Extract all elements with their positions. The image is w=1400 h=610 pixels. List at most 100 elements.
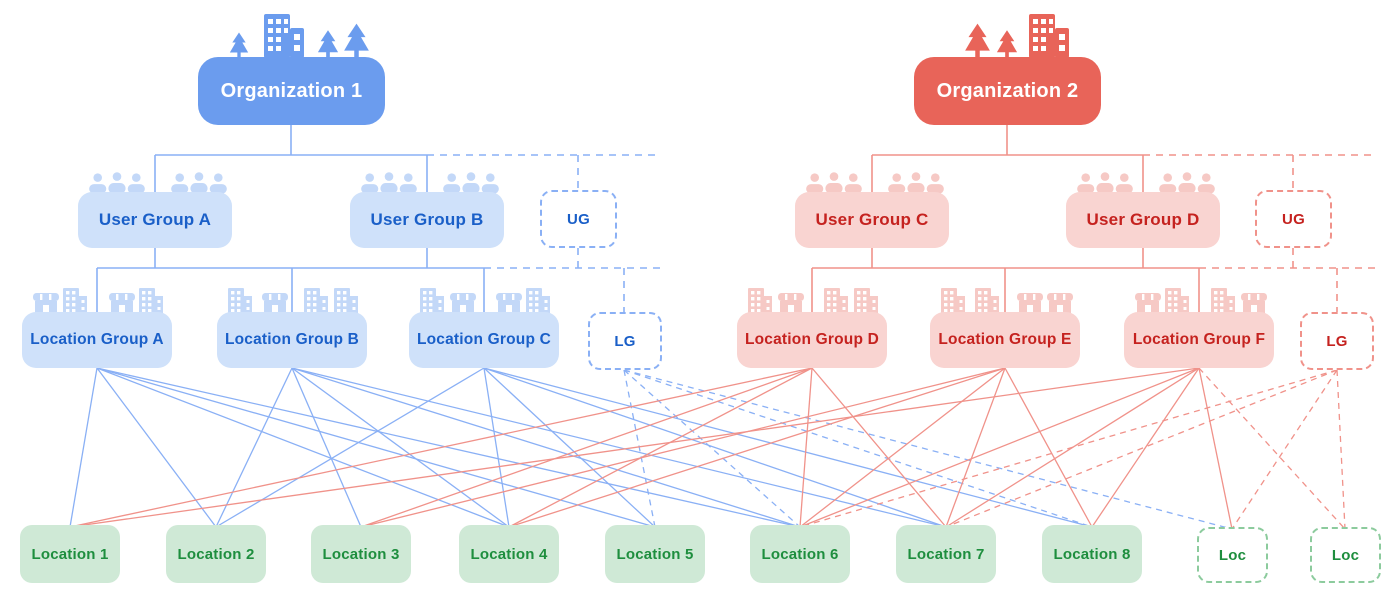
edge-lg_c-to-loc_7 <box>483 367 947 528</box>
location-group-d-node: Location Group D <box>737 312 887 368</box>
location-group-e-node: Location Group E <box>930 312 1080 368</box>
edge-lg_a-to-loc_1 <box>69 367 98 528</box>
user-group-b-label: User Group B <box>370 210 484 229</box>
edge-lg_ph_red-to-loc_7 <box>945 369 1338 528</box>
location-2-label: Location 2 <box>177 545 255 563</box>
location-group-b-stores-icon <box>228 288 358 314</box>
location-group-d-stores-icon <box>748 288 878 314</box>
edge-lg_d-to-loc_1 <box>69 367 813 528</box>
location-8-node: Location 8 <box>1042 525 1142 583</box>
user-group-c-label: User Group C <box>815 210 929 229</box>
edge-lg_a-to-loc_2 <box>96 367 217 528</box>
organization-2-label: Organization 2 <box>936 79 1079 102</box>
location-group-f-node: Location Group F <box>1124 312 1274 368</box>
location-6-label: Location 6 <box>761 545 839 563</box>
edge-lg_f-to-loc_6 <box>799 367 1200 528</box>
edge-lg_e-to-loc_4 <box>508 367 1006 528</box>
blue-hierarchy-solid-connectors <box>96 125 485 312</box>
location-group-c-stores-icon <box>420 288 550 314</box>
location-group-a-label: Location Group A <box>30 331 164 348</box>
location-6-node: Location 6 <box>750 525 850 583</box>
location-4-node: Location 4 <box>459 525 559 583</box>
location-group-f-stores-icon <box>1135 288 1267 314</box>
edge-lg_e-to-loc_7 <box>945 367 1006 528</box>
location-group-e-stores-icon <box>941 288 1073 314</box>
user-group-d-label: User Group D <box>1086 210 1200 229</box>
location-group-placeholder-blue-node: LG <box>588 312 662 370</box>
location-placeholder-2-label: Loc <box>1331 546 1360 564</box>
edge-lg_d-to-loc_7 <box>811 367 947 528</box>
edge-lg_b-to-loc_2 <box>215 367 293 528</box>
location-4-label: Location 4 <box>470 545 548 563</box>
user-group-d-people-icon <box>1077 172 1215 194</box>
location-group-d-label: Location Group D <box>744 331 880 348</box>
location-5-label: Location 5 <box>616 545 694 563</box>
location-group-placeholder-red-node: LG <box>1300 312 1374 370</box>
organization-2-node: Organization 2 <box>914 57 1101 125</box>
location-3-node: Location 3 <box>311 525 411 583</box>
edge-lg_ph_blue-to-loc_8 <box>623 369 1093 528</box>
location-group-placeholder-red-label: LG <box>1326 332 1348 350</box>
edge-lg_d-to-loc_6 <box>799 367 813 528</box>
edge-lg_d-to-loc_4 <box>508 367 813 528</box>
location-group-c-node: Location Group C <box>409 312 559 368</box>
edge-lg_e-to-loc_3 <box>360 367 1006 528</box>
user-group-c-node: User Group C <box>795 192 949 248</box>
edge-lg_f-to-loc_1 <box>69 367 1200 528</box>
edge-lg_e-to-loc_8 <box>1004 367 1093 528</box>
edge-lg_b-to-loc_4 <box>291 367 510 528</box>
edge-lg_a-to-loc_6 <box>96 367 801 528</box>
edge-lg_b-to-loc_3 <box>291 367 362 528</box>
location-group-c-label: Location Group C <box>416 331 552 348</box>
edge-lg_c-to-loc_4 <box>483 367 510 528</box>
user-group-placeholder-red-label: UG <box>1282 210 1305 228</box>
edge-lg_ph_red-to-loc_ph_1 <box>1231 369 1338 530</box>
location-1-label: Location 1 <box>31 545 109 563</box>
edge-lg_d-to-loc_3 <box>360 367 813 528</box>
edge-lg_ph_blue-to-loc_5 <box>623 369 656 528</box>
location-group-a-node: Location Group A <box>22 312 172 368</box>
red-hierarchy-dashed-connectors <box>1143 154 1375 312</box>
location-group-e-label: Location Group E <box>938 331 1072 348</box>
user-group-placeholder-blue-label: UG <box>567 210 590 228</box>
location-group-f-label: Location Group F <box>1132 331 1266 348</box>
blue-hierarchy-dashed-connectors <box>427 154 660 312</box>
location-group-b-label: Location Group B <box>224 331 360 348</box>
organization-1-label: Organization 1 <box>220 79 363 102</box>
edge-lg_c-to-loc_5 <box>483 367 656 528</box>
user-group-a-people-icon <box>89 172 227 194</box>
red-hierarchy-solid-connectors <box>811 125 1200 312</box>
location-placeholder-2-node: Loc <box>1310 527 1381 583</box>
user-group-a-node: User Group A <box>78 192 232 248</box>
org2-buildings-trees-icon <box>965 14 1069 58</box>
user-group-c-people-icon <box>806 172 944 194</box>
location-3-label: Location 3 <box>322 545 400 563</box>
location-8-label: Location 8 <box>1053 545 1131 563</box>
organization-1-node: Organization 1 <box>198 57 385 125</box>
location-placeholder-1-node: Loc <box>1197 527 1268 583</box>
edge-lg_e-to-loc_6 <box>799 367 1006 528</box>
edge-lg_a-to-loc_5 <box>96 367 656 528</box>
edge-lg_b-to-loc_7 <box>291 367 947 528</box>
user-group-b-node: User Group B <box>350 192 504 248</box>
edge-lg_f-to-loc_ph_2 <box>1198 367 1346 530</box>
location-1-node: Location 1 <box>20 525 120 583</box>
edge-lg_c-to-loc_8 <box>483 367 1093 528</box>
location-placeholder-1-label: Loc <box>1218 546 1247 564</box>
user-group-placeholder-blue-node: UG <box>540 190 617 248</box>
user-group-b-people-icon <box>361 172 499 194</box>
edge-lg_ph_blue-to-loc_ph_1 <box>623 369 1233 530</box>
edge-lg_f-to-loc_8 <box>1091 367 1200 528</box>
org1-buildings-trees-icon <box>229 14 369 58</box>
edge-lg_b-to-loc_6 <box>291 367 801 528</box>
location-5-node: Location 5 <box>605 525 705 583</box>
location-2-node: Location 2 <box>166 525 266 583</box>
user-group-a-label: User Group A <box>98 210 212 229</box>
location-group-a-stores-icon <box>33 288 163 314</box>
location-7-node: Location 7 <box>896 525 996 583</box>
edge-lg_ph_red-to-loc_6 <box>799 369 1338 528</box>
edge-lg_ph_red-to-loc_ph_2 <box>1336 369 1346 530</box>
location-group-placeholder-blue-label: LG <box>614 332 636 350</box>
